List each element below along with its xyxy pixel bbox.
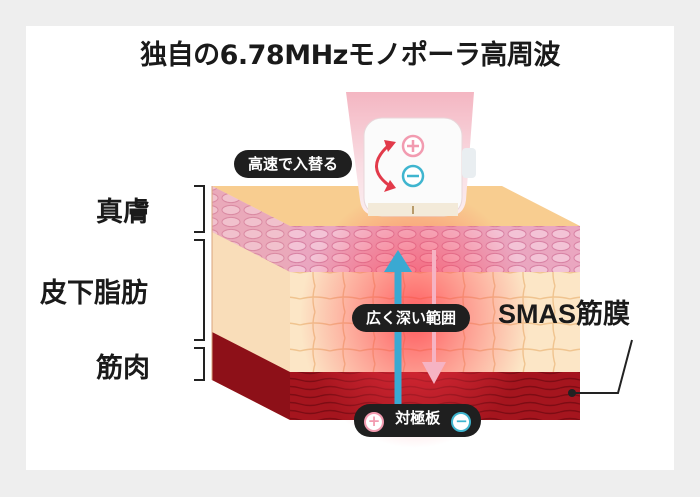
counter-plate-label: 対極板 [395,409,441,427]
pill-switching: 高速で入替る [234,150,353,178]
minus-circle-icon: − [451,412,472,432]
label-dermis: 真膚 [96,197,150,228]
bracket-muscle [194,347,205,381]
pill-counter-plate: + 対極板 − [354,404,482,437]
bracket-dermis [194,185,205,233]
label-muscle: 筋肉 [96,353,150,384]
diagram-title: 独自の6.78MHzモノポーラ高周波 [140,40,560,71]
switch-arrow-icon [375,144,391,188]
smas-pointer-line [574,339,633,394]
label-smas: SMAS筋膜 [498,299,631,329]
pill-wide-deep: 広く深い範囲 [352,304,471,332]
bracket-fat [194,239,205,341]
label-subcutaneous-fat: 皮下脂肪 [40,278,148,309]
plus-circle-icon: + [364,412,384,432]
